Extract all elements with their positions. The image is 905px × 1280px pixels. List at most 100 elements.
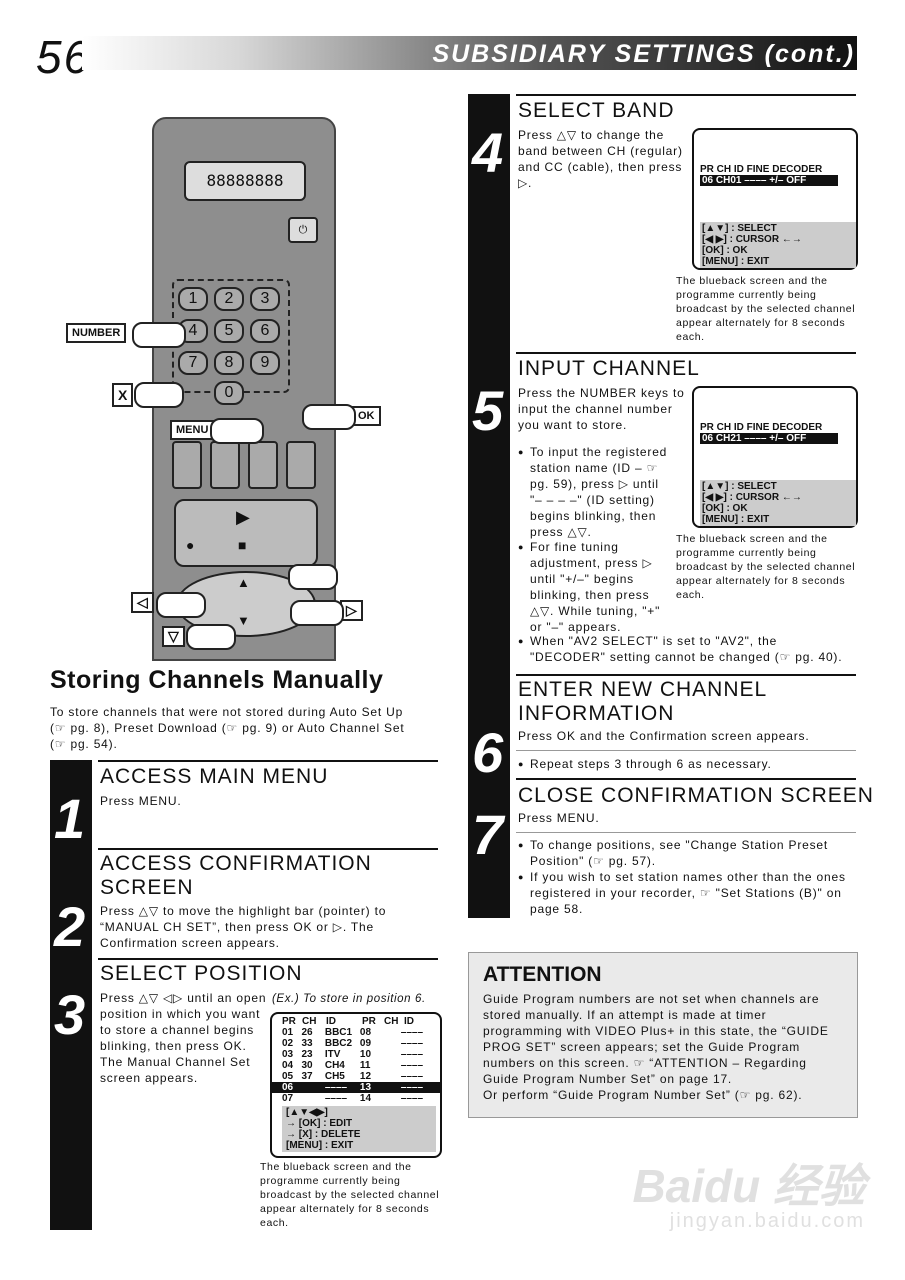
attention-text-2: Or perform “Guide Program Number Set” (☞… xyxy=(483,1088,803,1102)
divider xyxy=(516,94,856,96)
osd-table-cell xyxy=(381,1082,400,1093)
plus-minus-buttons xyxy=(172,441,316,489)
band-select-screen: PR CH ID FINE DECODER 06 CH01 –––– +/– O… xyxy=(692,128,858,270)
key-2: 2 xyxy=(214,287,244,311)
bullet-text: To input the registered station name (ID… xyxy=(518,444,670,540)
section-heading: Storing Channels Manually xyxy=(50,666,384,694)
step-heading: INPUT CHANNEL xyxy=(518,357,700,380)
attention-text: Guide Program numbers are not set when c… xyxy=(483,992,829,1086)
key-3: 3 xyxy=(250,287,280,311)
osd-table-cell: 37 xyxy=(301,1071,313,1082)
pointing-hand-icon xyxy=(134,382,184,408)
osd-table-cell: 08 xyxy=(359,1027,372,1038)
pointing-hand-icon xyxy=(156,592,206,618)
ok-label: OK xyxy=(352,406,381,426)
osd-table-cell: 07 xyxy=(282,1093,294,1104)
osd-table-row: 06––––13–––– xyxy=(272,1082,440,1093)
pointing-hand-icon xyxy=(288,564,338,590)
divider xyxy=(98,958,438,960)
osd-table-cell: CH5 xyxy=(324,1071,345,1082)
record-icon: ● xyxy=(186,537,195,553)
key-6: 6 xyxy=(250,319,280,343)
step-heading: CLOSE CONFIRMATION SCREEN xyxy=(518,784,874,807)
osd-table-cell: –––– xyxy=(400,1027,424,1038)
osd-table-cell: 03 xyxy=(282,1049,294,1060)
osd-table-cell: 12 xyxy=(359,1071,372,1082)
menu-label: MENU xyxy=(170,420,215,440)
osd-table-cell: –––– xyxy=(324,1082,348,1093)
left-arrow-icon: ◁ xyxy=(131,592,154,613)
divider xyxy=(516,750,856,751)
osd-table-row: 05 37 CH5 12 –––– xyxy=(272,1071,440,1082)
osd-table-cell: –––– xyxy=(324,1093,348,1104)
osd-table-cell: 09 xyxy=(359,1038,372,1049)
step-heading: ACCESS CONFIRMATION SCREEN xyxy=(100,852,372,899)
stop-icon: ■ xyxy=(238,537,247,553)
remote-display: 88888888 xyxy=(184,161,306,201)
key-7: 7 xyxy=(178,351,208,375)
down-arrow-icon: ▼ xyxy=(237,613,250,628)
step-number: 4 xyxy=(472,121,504,184)
osd-table-cell xyxy=(381,1027,400,1038)
osd-table-cell xyxy=(301,1093,324,1104)
step-number: 2 xyxy=(54,895,86,958)
divider xyxy=(516,832,856,833)
baidu-logo: Baidu 经验 xyxy=(632,1160,865,1212)
pointing-hand-icon xyxy=(132,322,186,348)
osd-row: 06 CH01 –––– +/– OFF xyxy=(700,175,838,186)
divider xyxy=(516,674,856,676)
divider xyxy=(98,760,438,762)
screen-caption: The blueback screen and the programme cu… xyxy=(260,1161,440,1229)
number-label: NUMBER xyxy=(66,323,127,343)
key-5: 5 xyxy=(214,319,244,343)
screen-caption: The blueback screen and the programme cu… xyxy=(676,533,856,601)
page-number: 56 xyxy=(36,31,92,83)
osd-table-row: 07 –––– 14 –––– xyxy=(272,1093,440,1104)
osd-table-cell: –––– xyxy=(400,1071,424,1082)
osd-table-cell: 10 xyxy=(359,1049,372,1060)
bullet-text: To change positions, see "Change Station… xyxy=(518,837,830,869)
osd-table-cell: –––– xyxy=(400,1082,424,1093)
osd-table-cell: 14 xyxy=(359,1093,372,1104)
down-arrow-icon: ▽ xyxy=(162,626,185,647)
osd-table-cell: CH4 xyxy=(324,1060,345,1071)
osd-table-cell: 23 xyxy=(301,1049,313,1060)
bullet-text: For fine tuning adjustment, press ▷ unti… xyxy=(518,539,670,635)
osd-table-cell: 05 xyxy=(282,1071,294,1082)
osd-table-cell: 30 xyxy=(301,1060,313,1071)
osd-table-cell: 01 xyxy=(282,1027,294,1038)
key-1: 1 xyxy=(178,287,208,311)
osd-table-cell xyxy=(381,1038,400,1049)
osd-table-cell: –––– xyxy=(400,1038,424,1049)
pointing-hand-icon xyxy=(290,600,344,626)
osd-table-cell xyxy=(381,1071,400,1082)
osd-table-cell: –––– xyxy=(400,1049,424,1060)
osd-footer: [▲▼] : SELECT[◀ ▶] : CURSOR ←→[OK] : OK[… xyxy=(700,480,856,526)
header-bar xyxy=(82,36,857,70)
x-label: X xyxy=(112,383,134,407)
step-text: Press △▽ to change the band between CH (… xyxy=(518,128,683,190)
left-step-bar: 1 2 3 xyxy=(50,760,92,1230)
screen-caption: The blueback screen and the programme cu… xyxy=(676,275,856,343)
watermark-url: jingyan.baidu.com xyxy=(669,1210,865,1232)
osd-table-cell xyxy=(301,1082,324,1093)
osd-table-cell: ITV xyxy=(324,1049,341,1060)
osd-table-cell: –––– xyxy=(400,1093,424,1104)
right-step-bar: 4 5 6 7 xyxy=(468,94,510,918)
transport-buttons xyxy=(174,499,318,567)
play-icon: ▶ xyxy=(236,507,250,527)
osd-table-cell: 26 xyxy=(301,1027,313,1038)
osd-table-cell: 02 xyxy=(282,1038,294,1049)
up-arrow-icon: ▲ xyxy=(237,575,250,590)
pointing-hand-icon xyxy=(186,624,236,650)
bullet-text: When "AV2 SELECT" is set to "AV2", the "… xyxy=(518,633,856,665)
step-text: Press MENU. xyxy=(100,794,182,808)
osd-footer: [▲▼◀▶]→ [OK] : EDIT→ [X] : DELETE[MENU] … xyxy=(282,1106,436,1152)
osd-table-cell xyxy=(381,1093,400,1104)
section-title: SUBSIDIARY SETTINGS (cont.) xyxy=(432,40,855,68)
step-heading: ACCESS MAIN MENU xyxy=(100,765,329,788)
